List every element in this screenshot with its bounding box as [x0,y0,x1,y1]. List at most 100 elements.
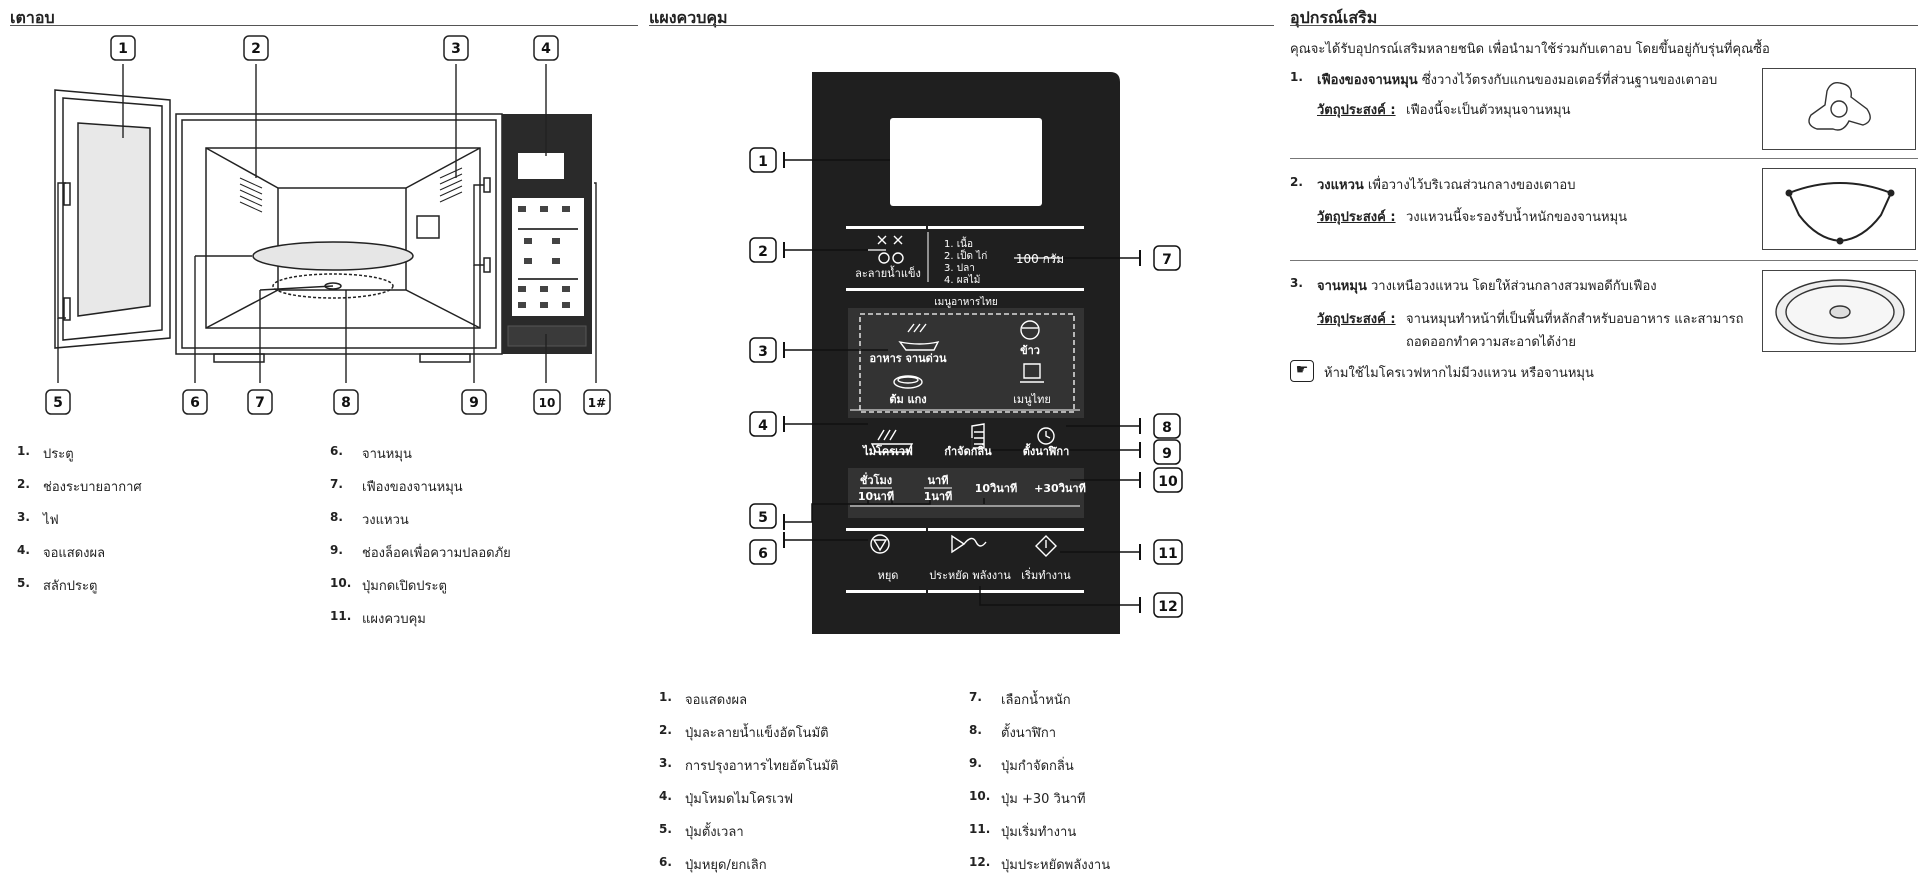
deodorize-button-label: กำจัดกลิ่น [944,443,992,458]
oven-item-text: จอแสดงผล [43,546,106,561]
panel-item-num: 10. [969,789,991,803]
accessory-line: เฟืองของจานหมุน ซึ่งวางไว้ตรงกับแกนของมอ… [1317,69,1717,90]
panel-callout: 8 [1162,420,1172,436]
accessory-divider [1290,260,1918,261]
accessory-name: วงแหวน [1317,178,1364,193]
oven-callout: 1 [118,41,128,57]
oven-item-text: ช่องระบายอากาศ [43,480,142,495]
oven-item-text: เฟืองของจานหมุน [362,480,463,495]
panel-item-num: 6. [659,855,672,869]
oven-item-text: ช่องล็อคเพื่อความปลอดภัย [362,546,511,561]
panel-item-num: 12. [969,855,991,869]
accessories-section-title: อุปกรณ์เสริม [1290,8,1378,27]
accessory-desc: เพื่อวางไว้บริเวณส่วนกลางของเตาอบ [1363,178,1576,193]
panel-item-text: ปุ่มตั้งเวลา [685,825,744,840]
accessory-name: เฟืองของจานหมุน [1317,73,1418,88]
oven-callout: 2 [251,41,261,57]
panel-callout: 9 [1162,446,1172,462]
oven-diagram [54,64,597,383]
accessory-line: วงแหวน เพื่อวางไว้บริเวณส่วนกลางของเตาอบ [1317,174,1575,195]
panel-item-num: 5. [659,822,672,836]
purpose-label: วัตถุประสงค์ : [1317,312,1396,327]
accessory-num: 2. [1290,175,1303,189]
panel-callout: 4 [758,418,768,434]
control-panel-diagram: 1 2 3 4 5 6 7 8 9 10 11 12 ละลายน้ำแข็ง … [749,72,1183,634]
panel-callout: 10 [1158,474,1178,490]
accessory-desc: ซึ่งวางไว้ตรงกับแกนของมอเตอร์ที่ส่วนฐานข… [1417,73,1718,88]
panel-item-num: 1. [659,690,672,704]
panel-item-text: ปุ่มโหมดไมโครเวฟ [685,792,794,807]
oven-item-text: จานหมุน [362,447,412,462]
defrost-menu-item: 2. เป็ด ไก่ [944,248,987,262]
panel-callout: 1 [758,154,768,170]
accessories-intro: คุณจะได้รับอุปกรณ์เสริมหลายชนิด เพื่อนำม… [1290,42,1770,57]
panel-item-text: เลือกน้ำหนัก [1001,693,1071,708]
oven-item-num: 3. [17,510,30,524]
turntable-image [1762,270,1916,352]
accessory-purpose: จานหมุนทำหน้าที่เป็นพื้นที่หลักสำหรับอบอ… [1406,312,1744,327]
oven-title-rule [10,25,638,26]
oven-callout: 7 [255,395,265,411]
oven-item-num: 6. [330,444,343,458]
oven-item-text: ประตู [43,447,74,462]
oven-item-num: 1. [17,444,30,458]
eco-button-label: ประหยัด พลังงาน [929,569,1011,582]
oven-item-text: ปุ่มกดเปิดประตู [362,579,447,594]
panel-item-text: ปุ่มละลายน้ำแข็งอัตโนมัติ [685,726,829,741]
accessory-line: จานหมุน วางเหนือวงแหวน โดยให้ส่วนกลางสวม… [1317,275,1657,296]
oven-item-num: 8. [330,510,343,524]
start-button-label: เริ่มทำงาน [1021,567,1071,582]
oven-item-num: 9. [330,543,343,557]
panel-item-num: 4. [659,789,672,803]
oven-callout: 4 [541,41,551,57]
thai-menu-heading: เมนูอาหารไทย [934,296,998,308]
accessories-note: ห้ามใช้ไมโครเวฟหากไม่มีวงแหวน หรือจานหมุ… [1324,366,1594,381]
oven-item-text: วงแหวน [362,513,409,528]
panel-item-text: ปุ่มหยุด/ยกเลิก [685,858,767,873]
oven-item-num: 7. [330,477,343,491]
accessory-divider [1290,158,1918,159]
oven-callout: 3 [451,41,461,57]
panel-item-num: 2. [659,723,672,737]
panel-item-num: 7. [969,690,982,704]
panel-item-text: ปุ่ม +30 วินาที [1001,792,1086,807]
accessory-name: จานหมุน [1317,279,1367,294]
panel-section-title: แผงควบคุม [649,8,728,27]
accessories-title-rule [1290,25,1918,26]
oven-item-num: 4. [17,543,30,557]
ten-sec-label: 10วินาที [975,482,1017,495]
panel-item-text: ปุ่มประหยัดพลังงาน [1001,858,1111,873]
panel-item-num: 3. [659,756,672,770]
panel-item-num: 8. [969,723,982,737]
panel-callout: 5 [758,510,768,526]
pointing-hand-icon: ☛ [1290,360,1314,382]
hour-label: ชั่วโมง [860,472,892,487]
accessory-purpose-cont: ถอดออกทำความสะอาดได้ง่าย [1406,335,1577,350]
oven-item-num: 5. [17,576,30,590]
accessory-purpose: เฟืองนี้จะเป็นตัวหมุนจานหมุน [1406,103,1571,118]
panel-item-text: ตั้งนาฬิกา [1001,726,1057,741]
accessory-purpose: วงแหวนนี้จะรองรับน้ำหนักของจานหมุน [1406,210,1628,225]
oven-callout: 9 [469,395,479,411]
defrost-button-label: ละลายน้ำแข็ง [855,265,921,280]
panel-callout: 3 [758,344,768,360]
weight-label: 100 กรัม [1016,252,1064,266]
oven-item-text: สลักประตู [43,579,98,594]
panel-item-num: 11. [969,822,991,836]
oven-item-text: แผงควบคุม [362,612,426,627]
thai-menu-button-label: เมนูไทย [1013,393,1051,406]
roller-ring-image [1762,168,1916,250]
panel-item-text: การปรุงอาหารไทยอัตโนมัติ [685,759,839,774]
purpose-label: วัตถุประสงค์ : [1317,103,1396,118]
defrost-menu-item: 1. เนื้อ [944,236,973,250]
defrost-menu-item: 3. ปลา [944,263,975,274]
panel-callout: 11 [1158,546,1177,562]
oven-item-text: ไฟ [43,513,59,528]
stop-button-label: หยุด [878,569,899,582]
coupler-image [1762,68,1916,150]
oven-item-num: 2. [17,477,30,491]
purpose-label: วัตถุประสงค์ : [1317,210,1396,225]
defrost-menu-item: 4. ผลไม้ [944,274,980,286]
clock-button-label: ตั้งนาฬิกา [1023,443,1070,458]
accessory-num: 1. [1290,70,1303,84]
